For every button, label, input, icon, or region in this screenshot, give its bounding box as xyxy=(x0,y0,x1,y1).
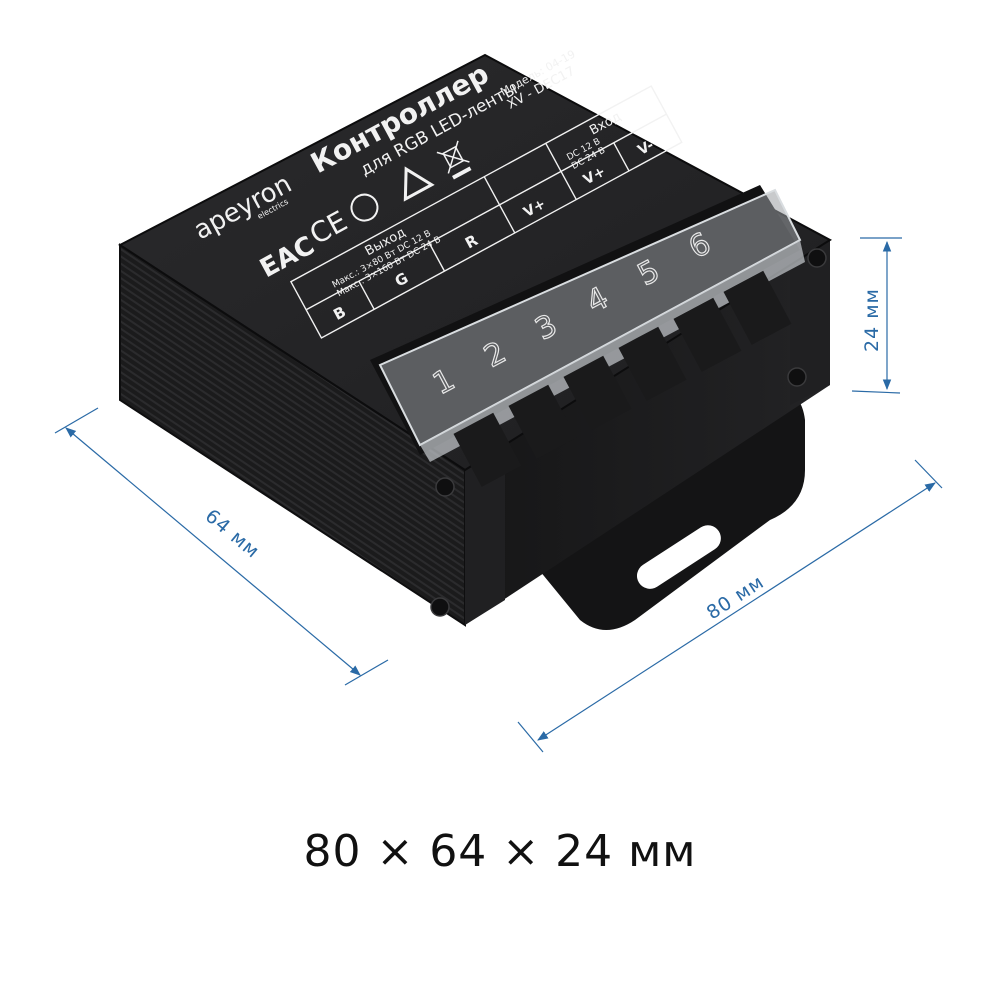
io-table xyxy=(289,85,683,339)
screw-icon xyxy=(787,367,807,387)
end-cap-screws xyxy=(430,248,827,617)
depth-label: 64 мм xyxy=(201,505,264,563)
screw-icon xyxy=(430,597,450,617)
rohs-icon xyxy=(350,193,379,222)
recycle-icon xyxy=(403,166,435,202)
terminal-screws xyxy=(453,270,792,487)
screw-icon xyxy=(435,477,455,497)
weee-bin-icon xyxy=(436,140,472,180)
dimension-height: 24 мм xyxy=(851,237,902,394)
height-label: 24 мм xyxy=(861,288,883,352)
channel-in-vminus: V- xyxy=(635,137,657,159)
screw-icon xyxy=(807,248,827,268)
dimensions-caption: 80 × 64 × 24 мм xyxy=(303,826,697,877)
terminal-block: 1 2 3 4 5 6 xyxy=(370,185,805,487)
